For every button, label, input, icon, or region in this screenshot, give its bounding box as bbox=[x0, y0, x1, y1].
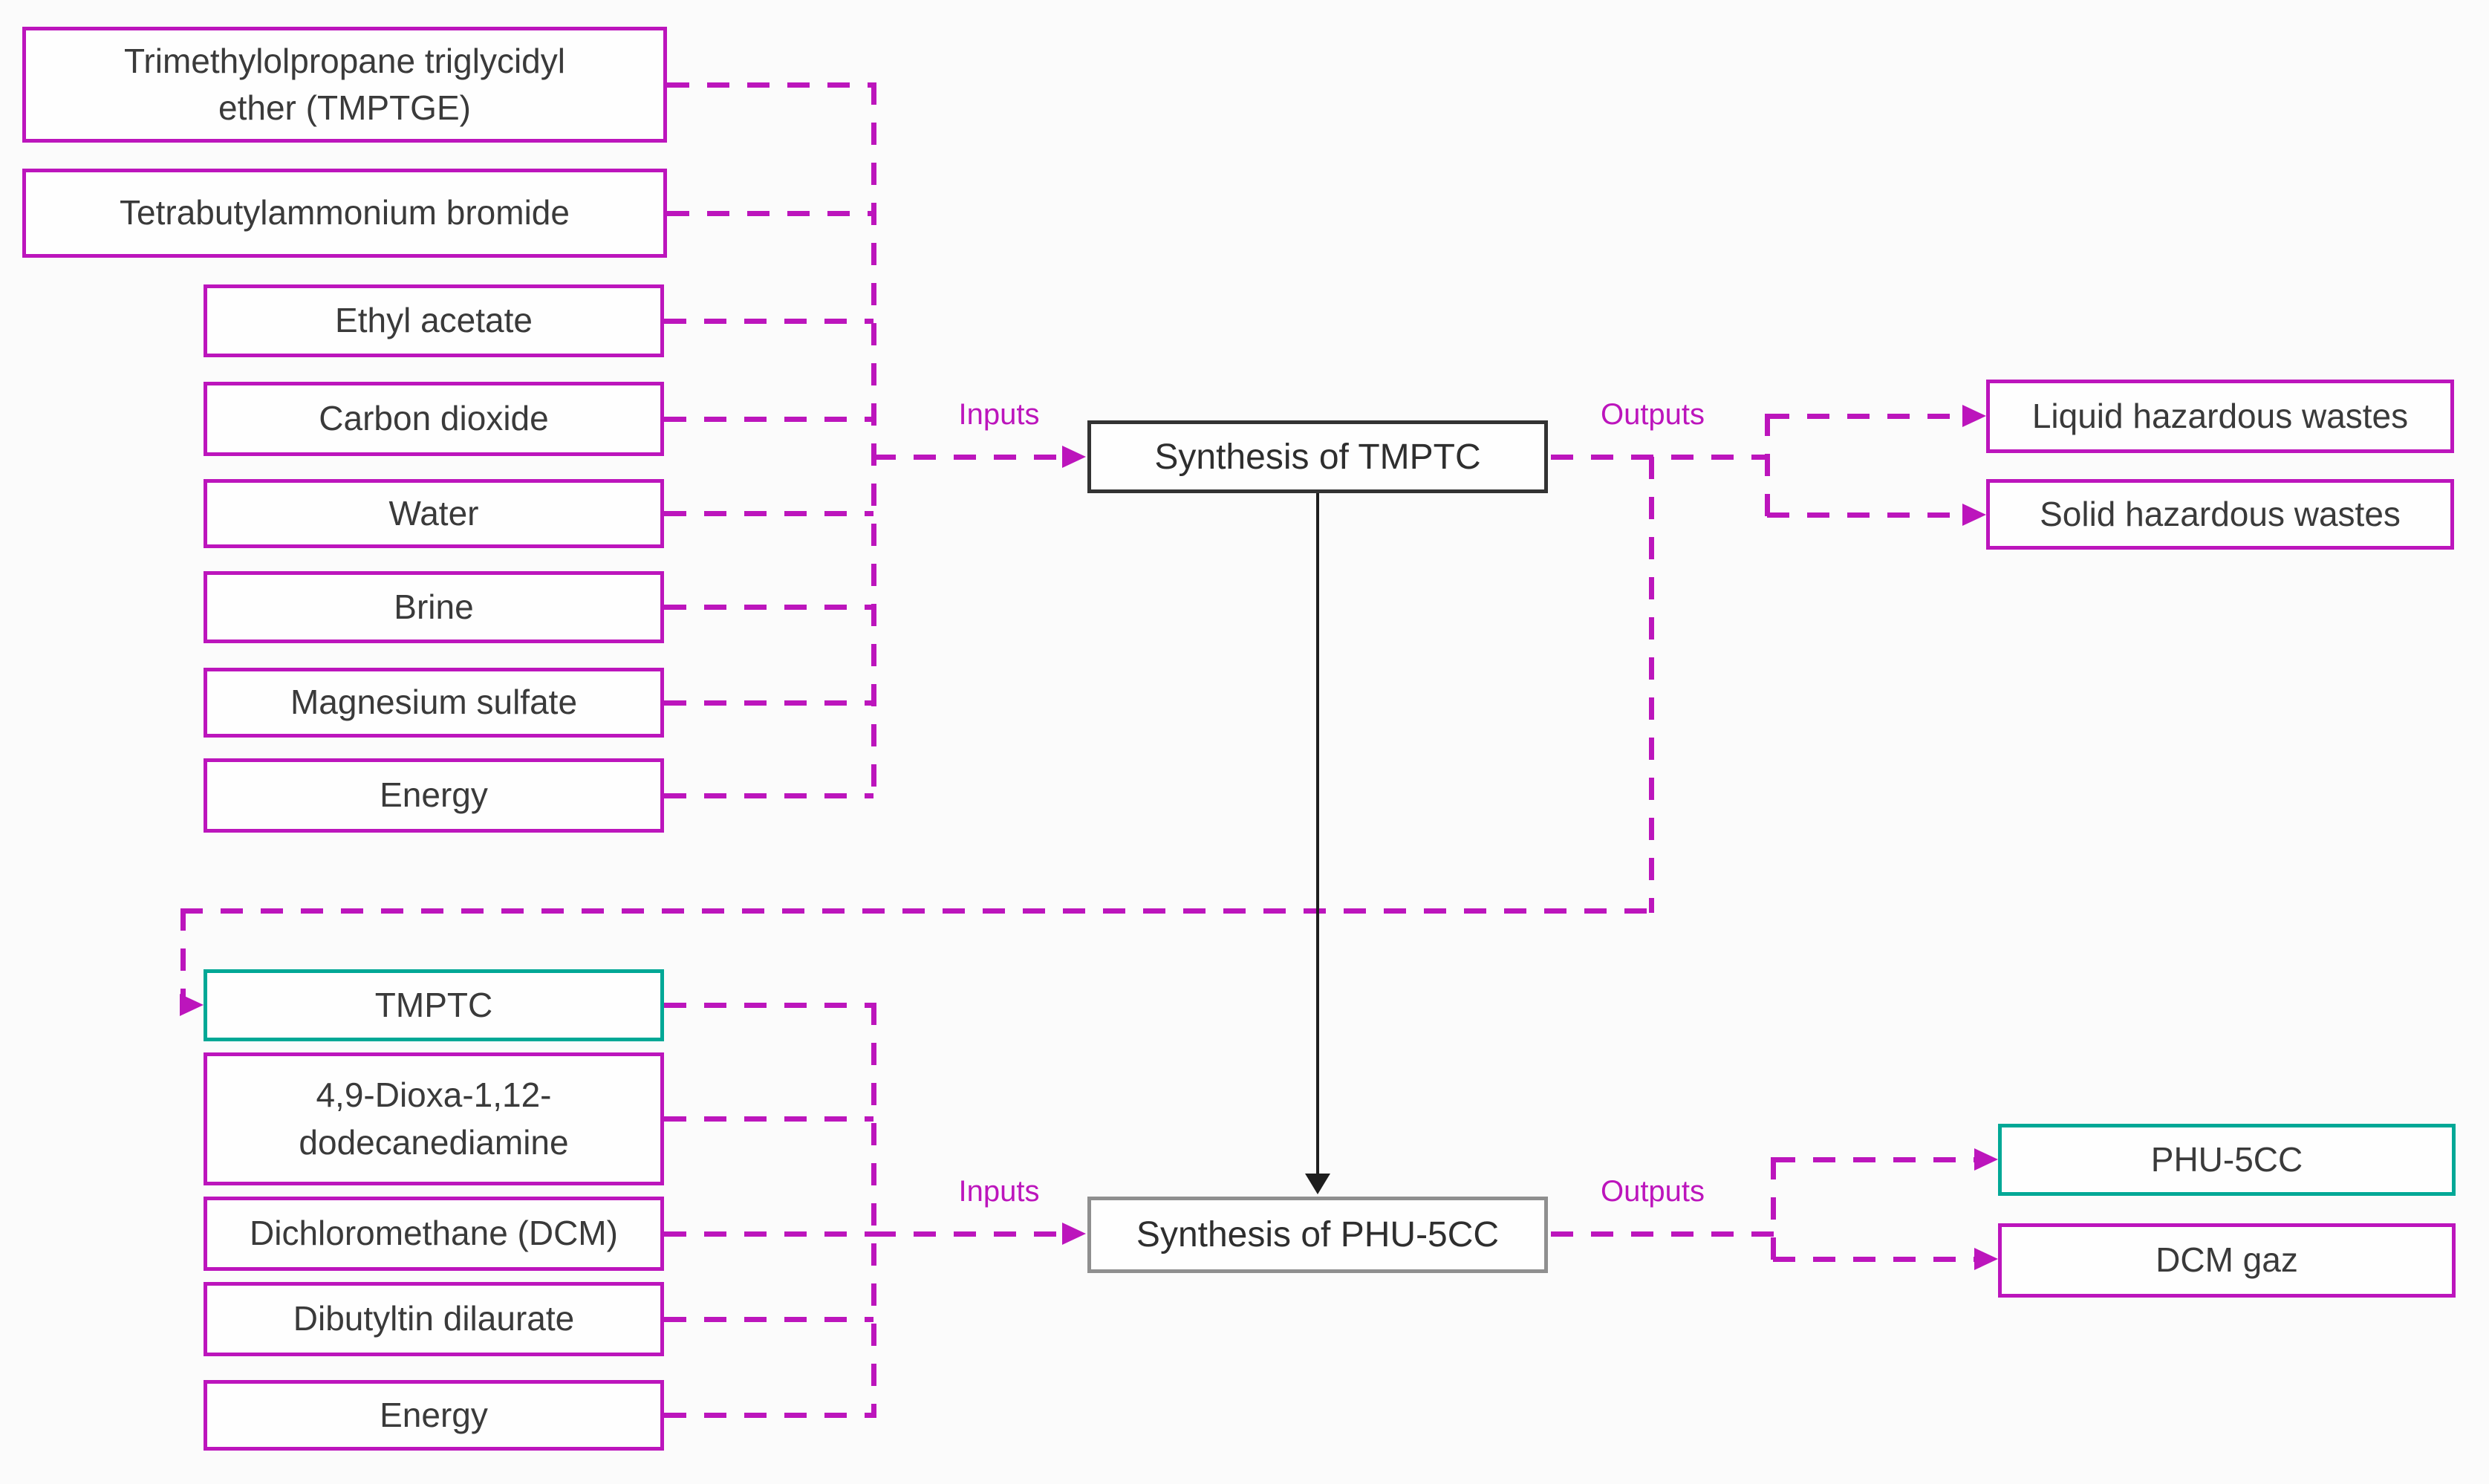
dcm-gaz-arrow-line bbox=[1773, 1257, 1975, 1262]
recycle-line-vertical-right bbox=[1649, 457, 1654, 913]
connector-tetrabutylammonium bbox=[667, 211, 873, 216]
phu5cc-arrow-line bbox=[1773, 1157, 1975, 1162]
input-box-dichloromethane: Dichloromethane (DCM) bbox=[204, 1197, 664, 1271]
output-box-phu-5cc: PHU-5CC bbox=[1998, 1124, 2456, 1196]
input-box-energy-stage1: Energy bbox=[204, 758, 664, 833]
connector-water bbox=[664, 511, 873, 516]
connector-dichloromethane bbox=[664, 1231, 873, 1237]
solid-wastes-arrow-line bbox=[1767, 512, 1962, 518]
input-box-carbon-dioxide: Carbon dioxide bbox=[204, 382, 664, 456]
outputs-line-stage1 bbox=[1551, 455, 1770, 460]
input-bus-stage1 bbox=[871, 82, 876, 798]
connector-magnesium-sulfate bbox=[664, 700, 873, 706]
outputs-line-stage2 bbox=[1551, 1231, 1775, 1237]
output-box-liquid-hazardous-wastes: Liquid hazardous wastes bbox=[1986, 380, 2454, 453]
input-bus-stage2 bbox=[871, 1003, 876, 1418]
output-box-dcm-gaz: DCM gaz bbox=[1998, 1223, 2456, 1298]
input-box-tetrabutylammonium-bromide: Tetrabutylammonium bromide bbox=[22, 169, 667, 258]
connector-tmptc bbox=[664, 1003, 873, 1008]
inputs-arrow-line-stage1 bbox=[873, 455, 1064, 460]
recycle-arrowhead-tmptc bbox=[180, 994, 204, 1016]
dcm-gaz-arrowhead bbox=[1974, 1248, 1998, 1270]
input-box-brine: Brine bbox=[204, 571, 664, 643]
process-box-synthesis-of-phu-5cc: Synthesis of PHU-5CC bbox=[1087, 1197, 1548, 1273]
inputs-arrow-line-stage2 bbox=[873, 1231, 1064, 1237]
input-box-magnesium-sulfate: Magnesium sulfate bbox=[204, 668, 664, 738]
input-box-ethyl-acetate: Ethyl acetate bbox=[204, 284, 664, 357]
input-box-energy-stage2: Energy bbox=[204, 1380, 664, 1451]
inputs-arrowhead-stage1 bbox=[1062, 446, 1086, 468]
input-box-tmptge: Trimethylolpropane triglycidyl ether (TM… bbox=[22, 27, 667, 143]
inputs-label-stage2: Inputs bbox=[958, 1175, 1040, 1208]
connector-dioxa bbox=[664, 1116, 873, 1122]
process-link-line bbox=[1316, 493, 1319, 1178]
connector-brine bbox=[664, 605, 873, 610]
connector-ethyl-acetate bbox=[664, 319, 873, 324]
connector-energy-stage1 bbox=[664, 793, 873, 798]
inputs-label-stage1: Inputs bbox=[958, 398, 1040, 431]
liquid-wastes-arrowhead bbox=[1962, 405, 1986, 427]
recycle-line-horizontal bbox=[180, 908, 1654, 914]
solid-wastes-arrowhead bbox=[1962, 504, 1986, 526]
connector-dibutyltin bbox=[664, 1317, 873, 1322]
outputs-label-stage1: Outputs bbox=[1600, 398, 1705, 431]
outputs-label-stage2: Outputs bbox=[1600, 1175, 1705, 1208]
outputs-branch-stage1 bbox=[1765, 414, 1770, 518]
output-box-solid-hazardous-wastes: Solid hazardous wastes bbox=[1986, 479, 2454, 550]
connector-carbon-dioxide bbox=[664, 417, 873, 422]
input-box-water: Water bbox=[204, 479, 664, 548]
recycle-line-vertical-left bbox=[180, 908, 186, 1006]
phu5cc-arrowhead bbox=[1974, 1148, 1998, 1171]
input-box-tmptc: TMPTC bbox=[204, 969, 664, 1041]
input-box-dibutyltin-dilaurate: Dibutyltin dilaurate bbox=[204, 1282, 664, 1356]
inputs-arrowhead-stage2 bbox=[1062, 1223, 1086, 1245]
liquid-wastes-arrow-line bbox=[1767, 414, 1962, 419]
process-box-synthesis-of-tmptc: Synthesis of TMPTC bbox=[1087, 420, 1548, 493]
input-box-dioxa-dodecanediamine: 4,9-Dioxa-1,12-dodecanediamine bbox=[204, 1052, 664, 1185]
connector-energy-stage2 bbox=[664, 1413, 873, 1418]
process-link-arrowhead bbox=[1305, 1174, 1330, 1194]
outputs-branch-stage2 bbox=[1771, 1157, 1776, 1261]
connector-tmptge bbox=[667, 82, 873, 88]
